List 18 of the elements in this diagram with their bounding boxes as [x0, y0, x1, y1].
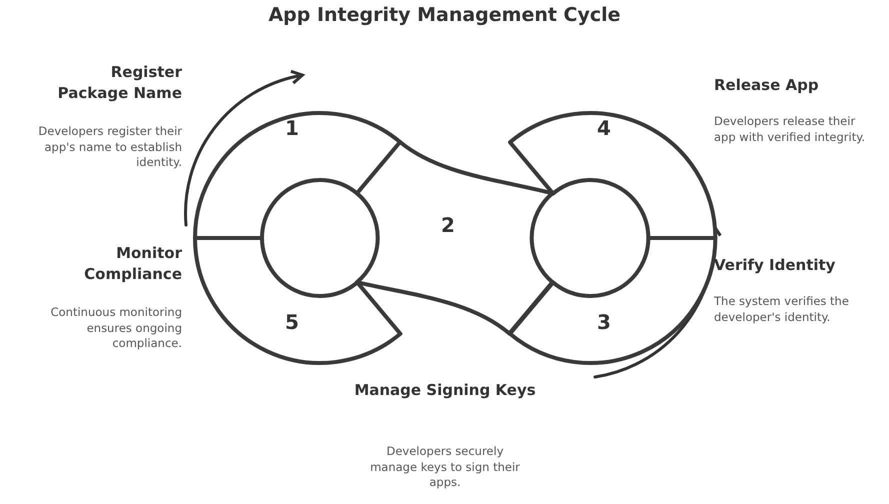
step-number: 5 — [285, 310, 299, 334]
step-number: 3 — [597, 310, 611, 334]
step-heading: Monitor Compliance — [83, 243, 182, 285]
diagram-title: App Integrity Management Cycle — [267, 4, 622, 26]
step-description: The system verifies the developer's identity. — [714, 294, 850, 326]
step-heading: Verify Identity — [714, 255, 836, 276]
step-heading: Manage Signing Keys — [353, 380, 537, 401]
cycle-segment — [192, 235, 404, 366]
cycle-segment — [354, 139, 556, 337]
step-description: Developers securely manage keys to sign their apps. — [369, 444, 521, 491]
step-heading: Release App — [714, 75, 820, 96]
step-heading: Register Package Name — [56, 62, 182, 104]
step-number: 2 — [441, 212, 455, 237]
step-description: Developers register their app's name to establish identity. — [37, 124, 182, 171]
step-number: 4 — [597, 116, 611, 140]
step-number: 1 — [285, 116, 299, 140]
step-description: Developers release their app with verified integrity. — [714, 114, 866, 146]
step-description: Continuous monitoring ensures ongoing compliance. — [50, 305, 182, 352]
